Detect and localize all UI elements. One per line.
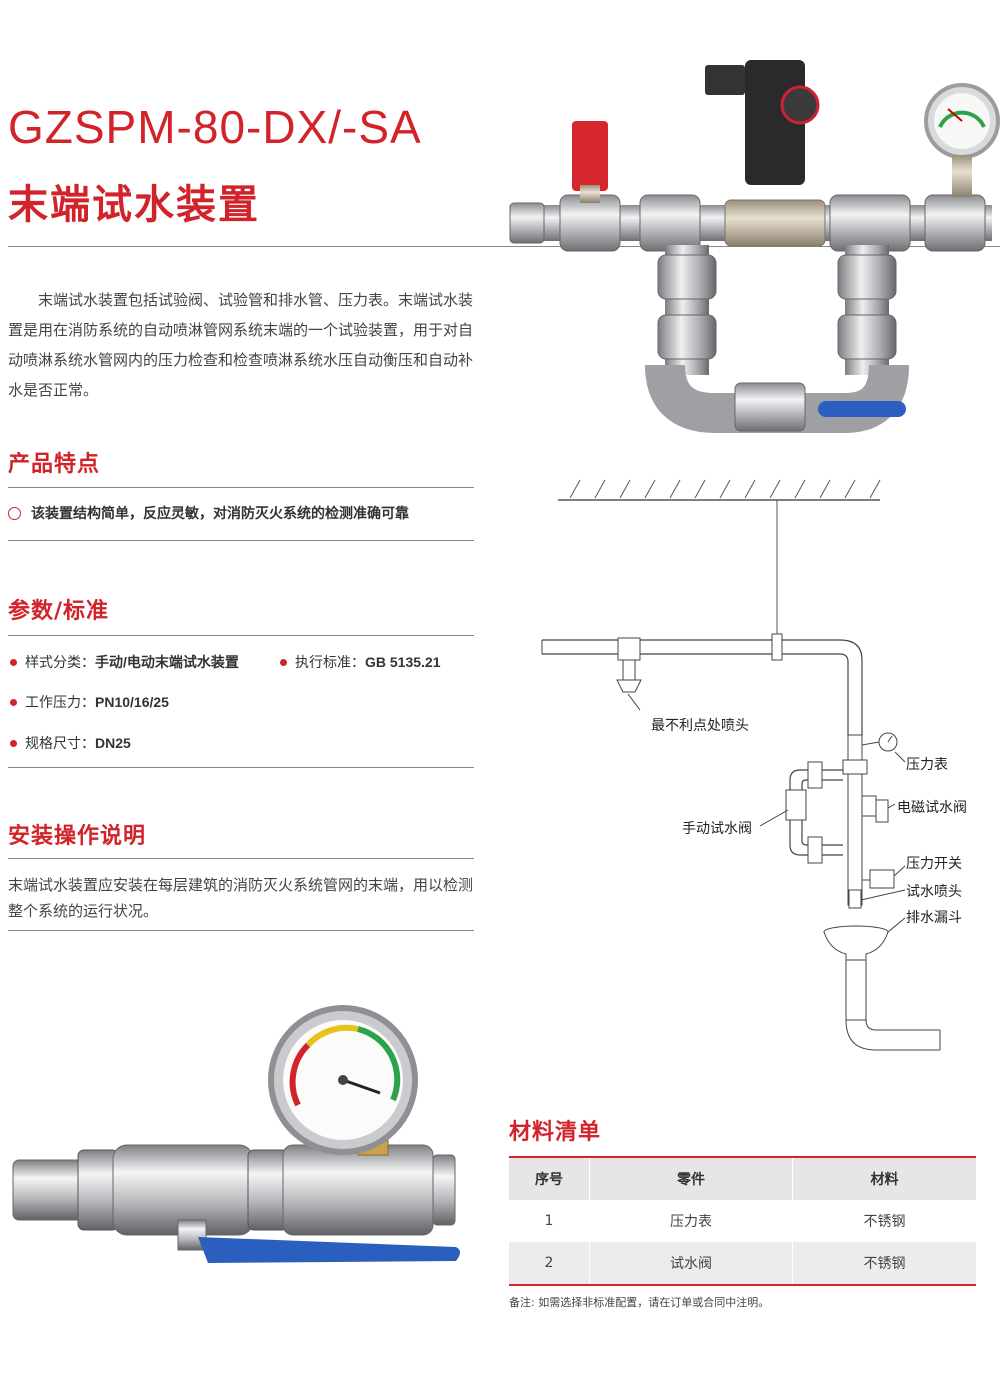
install-bottom-divider [8, 930, 474, 931]
ring-bullet-icon [8, 506, 21, 520]
param-size: 规格尺寸： DN25 [10, 733, 131, 753]
table-cell: 压力表 [589, 1200, 793, 1242]
table-row: 2 试水阀 不锈钢 [509, 1242, 976, 1286]
dot-bullet-icon [280, 658, 287, 666]
params-divider [8, 635, 474, 636]
materials-note: 备注: 如需选择非标准配置，请在订单或合同中注明。 [509, 1296, 770, 1309]
params-bottom-divider [8, 767, 474, 768]
label-pressure-switch: 压力开关 [906, 856, 962, 872]
param-style: 样式分类： 手动/电动末端试水装置 [10, 652, 239, 672]
label-gauge: 压力表 [906, 757, 948, 773]
label-manual-valve: 手动试水阀 [682, 821, 752, 837]
product-photo-valve [12, 1005, 460, 1263]
intro-paragraph: 末端试水装置包括试验阀、试验管和排水管、压力表。末端试水装置是用在消防系统的自动… [8, 291, 474, 399]
feature-item: 该装置结构简单，反应灵敏，对消防灭火系统的检测准确可靠 [8, 503, 409, 523]
dot-bullet-icon [10, 658, 17, 666]
table-header: 零件 [589, 1156, 793, 1200]
table-header: 序号 [509, 1156, 590, 1200]
install-paragraph: 末端试水装置应安装在每层建筑的消防灭火系统管网的末端，用以检测整个系统的运行状况… [8, 876, 474, 920]
table-cell: 试水阀 [589, 1242, 793, 1286]
param-pressure: 工作压力： PN10/16/25 [10, 692, 169, 712]
label-sprinkler: 最不利点处喷头 [651, 718, 749, 734]
header-divider [8, 246, 1000, 247]
dot-bullet-icon [10, 739, 17, 747]
table-cell: 2 [509, 1242, 590, 1286]
materials-title: 材料清单 [509, 1120, 602, 1145]
param-standard: 执行标准： GB 5135.21 [280, 652, 441, 672]
install-title: 安装操作说明 [8, 824, 147, 849]
table-row: 1 压力表 不锈钢 [509, 1200, 976, 1242]
product-photo-assembly [509, 60, 1000, 433]
label-test-nozzle: 试水喷头 [906, 884, 962, 900]
dot-bullet-icon [10, 698, 17, 706]
install-divider [8, 858, 474, 859]
page-title: 末端试水装置 [8, 182, 260, 228]
label-solenoid: 电磁试水阀 [897, 800, 967, 816]
table-cell: 不锈钢 [792, 1242, 976, 1286]
label-funnel: 排水漏斗 [906, 910, 962, 926]
table-header-row: 序号 零件 材料 [509, 1156, 976, 1200]
table-cell: 不锈钢 [792, 1200, 976, 1242]
features-bottom-divider [8, 540, 474, 541]
features-divider [8, 487, 474, 488]
params-title: 参数/标准 [8, 599, 110, 624]
installation-diagram [541, 479, 941, 1051]
model-number: GZSPM-80-DX/-SA [8, 101, 422, 153]
table-cell: 1 [544, 1213, 554, 1229]
table-header: 材料 [792, 1156, 976, 1200]
materials-table: 序号 零件 材料 1 压力表 不锈钢 2 试水阀 不锈钢 [509, 1156, 976, 1286]
features-title: 产品特点 [8, 452, 101, 477]
